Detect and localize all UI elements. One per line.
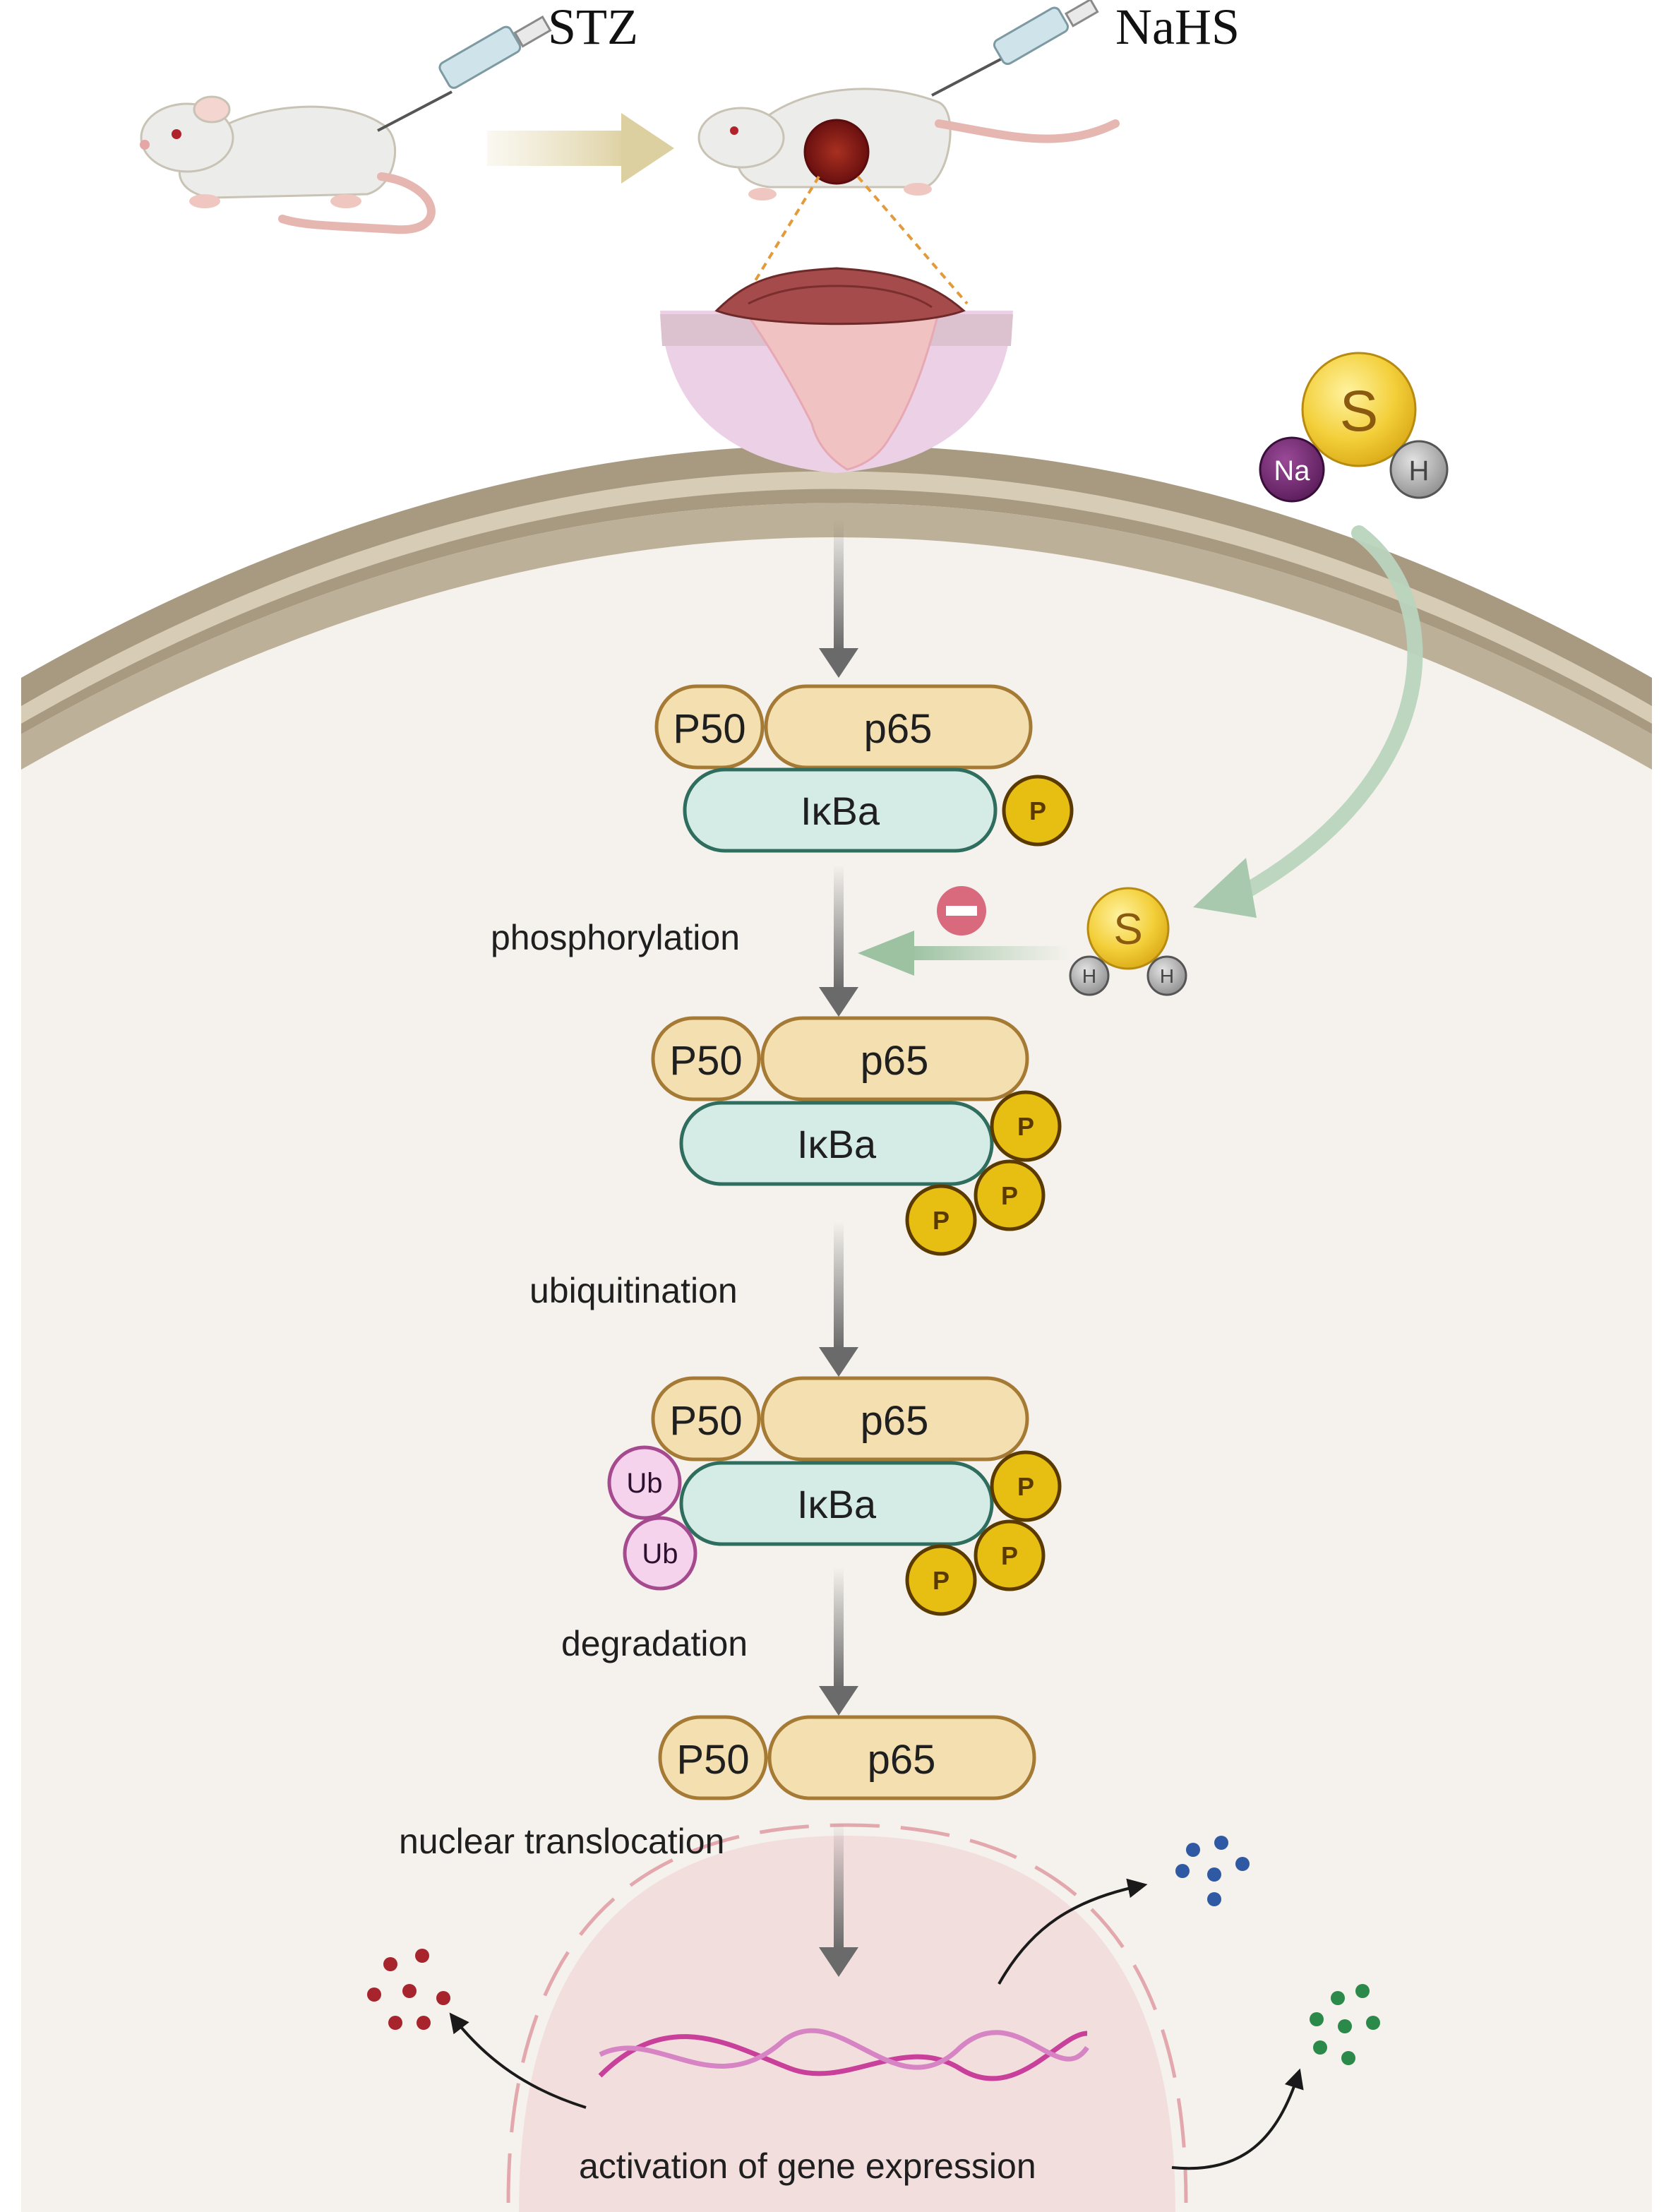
phospho-icon [905,1184,977,1256]
step-degradation: degradation [561,1624,748,1663]
process-arrow-head [621,113,674,184]
complex-3: P50 p65 IκBa Ub Ub P P P [607,1376,1062,1616]
p65-box [760,1016,1029,1101]
complex-2: P50 p65 IκBa P P P [651,1016,1062,1256]
phospho-label: P [1017,1472,1034,1501]
h2s-h2-label: H [1160,965,1174,987]
ubiquitin-icon [623,1516,697,1591]
h2s-h1-label: H [1082,965,1096,987]
mouse-left [140,95,436,234]
output-arrow-red [449,2012,587,2109]
step-gene-expression: activation of gene expression [579,2146,1036,2186]
p65-label: p65 [864,706,933,752]
p50-label: P50 [669,1398,742,1444]
p65-label: p65 [861,1038,929,1084]
nahs-molecule: S Na H [1259,352,1449,503]
nucleus [506,1823,1188,2212]
syringe-left-icon [377,15,552,132]
ikba-box [679,1101,994,1186]
h2s-hydrogen-atom-1 [1069,955,1110,996]
phospho-icon [1002,775,1074,847]
phospho-label: P [1017,1112,1034,1141]
ikba-label: IκBa [801,789,880,833]
nahs-label: NaHS [1115,0,1240,55]
p65-box [760,1376,1029,1461]
cytokines-red [367,1949,450,2030]
h2s-sulfur-atom [1086,887,1170,970]
ubiquitin-label: Ub [642,1538,678,1570]
p50-label: P50 [669,1038,742,1084]
nahs-s-label: S [1340,379,1379,443]
step-ubiquitination: ubiquitination [529,1271,738,1310]
p65-box [767,1715,1036,1800]
phospho-icon [974,1519,1046,1591]
ikba-box [683,767,998,853]
cytokines-blue [1175,1836,1250,1906]
phospho-label: P [1001,1541,1018,1570]
phospho-icon [990,1090,1062,1162]
step-nuclear-translocation: nuclear translocation [399,1822,724,1861]
output-arrow-green [1171,2068,1304,2170]
ikba-label: IκBa [797,1482,877,1526]
sulfur-atom [1301,352,1417,467]
h2s-inhibit-arrow [911,946,1070,960]
h2s-molecule: S H H [1069,887,1187,996]
stz-label: STZ [548,0,638,55]
complex-1: P50 p65 IκBa P [654,684,1074,853]
phospho-icon [905,1544,977,1616]
phospho-label: P [933,1566,950,1595]
p50-label: P50 [676,1737,749,1783]
output-arrow-blue [998,1878,1148,1985]
hydrogen-atom [1389,440,1449,499]
nahs-to-h2s-arrowhead [1193,858,1257,918]
cytokines-green [1310,1984,1380,2065]
p50-box [658,1715,768,1800]
ubiquitin-icon [607,1445,682,1520]
nahs-h-label: H [1409,455,1430,486]
phospho-label: P [1001,1181,1018,1210]
process-arrow [487,131,628,166]
cell-membrane-outer [21,445,1652,734]
mouse-right [697,88,1120,201]
inhibition-minus-icon [937,886,986,935]
phospho-label: P [1029,796,1046,825]
p65-box [764,684,1033,770]
p50-box [651,1016,761,1101]
sodium-atom [1259,436,1325,503]
nahs-to-h2s-arrow [1235,525,1423,901]
p50-box [654,684,765,770]
ubiquitin-label: Ub [626,1468,662,1499]
complex-4: P50 p65 [658,1715,1036,1800]
step-phosphorylation: phosphorylation [491,918,740,957]
dna-helix [598,2028,1089,2081]
phospho-label: P [933,1206,950,1235]
p65-label: p65 [868,1737,936,1783]
h2s-s-label: S [1113,905,1142,954]
cell-membrane-inner [21,471,1652,724]
h2s-inhibit-arrowhead [858,931,914,976]
p65-label: p65 [861,1398,929,1444]
phospho-icon [990,1450,1062,1522]
cell-membrane-edge [21,503,1652,770]
p50-box [651,1376,761,1461]
h2s-hydrogen-atom-2 [1146,955,1187,996]
nahs-na-label: Na [1274,455,1310,486]
ikba-label: IκBa [797,1122,877,1166]
zoom-line-right [856,175,969,305]
flow-arrows [819,519,858,1977]
phospho-icon [974,1159,1046,1231]
ikba-box [679,1461,994,1546]
syringe-right-icon [931,0,1099,97]
p50-label: P50 [673,706,745,752]
wound-tissue-section [660,267,1013,473]
